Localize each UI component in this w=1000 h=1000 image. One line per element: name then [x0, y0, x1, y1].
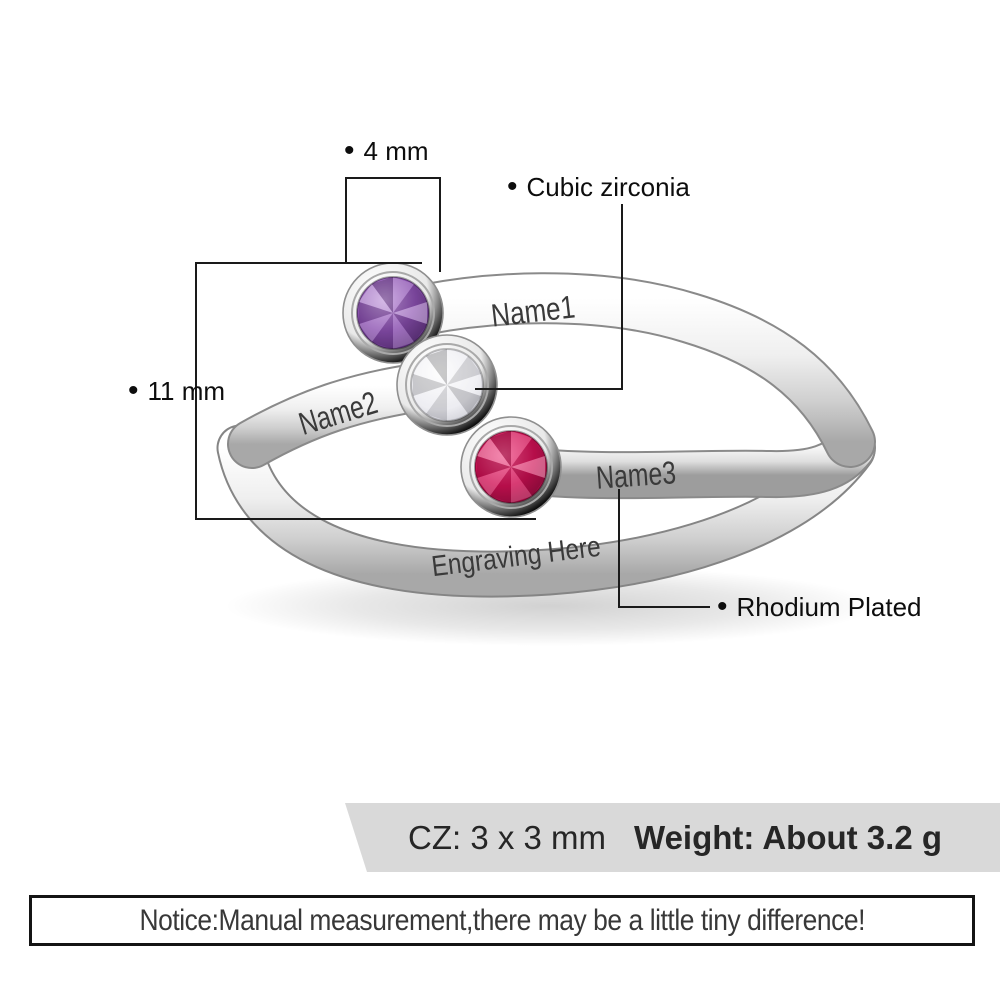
white-gem-step	[405, 343, 489, 427]
bullet-icon: •	[717, 590, 728, 623]
name3-band	[494, 426, 874, 498]
purple-gem-facets	[358, 277, 428, 349]
red-gem	[460, 416, 562, 518]
bullet-icon: •	[128, 374, 139, 407]
stone-label-text: Cubic zirconia	[526, 172, 690, 202]
cubic-zirconia-pointer-line	[475, 204, 623, 390]
notice-text: Notice:Manual measurement,there may be a…	[139, 903, 865, 937]
engraving-name3: Name3	[595, 454, 677, 495]
spec-weight-text: Weight: About 3.2 g	[634, 818, 943, 856]
height-bracket-line	[195, 262, 536, 520]
purple-gem-step	[351, 271, 435, 355]
plating-label-text: Rhodium Plated	[736, 592, 922, 622]
spec-banner: CZ: 3 x 3 mm Weight: About 3.2 g	[345, 803, 1000, 872]
name1-band	[374, 274, 874, 466]
red-gem-step	[469, 425, 553, 509]
height-label: • 11 mm	[128, 374, 226, 407]
white-gem-rim	[410, 348, 484, 422]
shank-band	[218, 426, 874, 596]
plating-label: • Rhodium Plated	[717, 590, 922, 623]
annotation-lines	[195, 177, 710, 608]
rhodium-pointer-line	[618, 489, 710, 608]
stone-label: • Cubic zirconia	[507, 170, 690, 203]
red-gem-facets	[476, 431, 546, 503]
width-label: • 4 mm	[344, 134, 429, 167]
width-label-text: 4 mm	[363, 136, 429, 166]
white-gem	[396, 334, 498, 436]
height-label-text: 11 mm	[147, 376, 226, 406]
width-bracket-line	[345, 177, 441, 272]
spec-cz-text: CZ: 3 x 3 mm	[408, 818, 607, 856]
white-gem-facets	[412, 349, 482, 421]
purple-gem-rim	[356, 276, 430, 350]
red-gem-rim	[474, 430, 548, 504]
notice-box: Notice:Manual measurement,there may be a…	[29, 895, 975, 946]
purple-gem	[342, 262, 444, 364]
bullet-icon: •	[507, 170, 518, 203]
bullet-icon: •	[344, 134, 355, 167]
